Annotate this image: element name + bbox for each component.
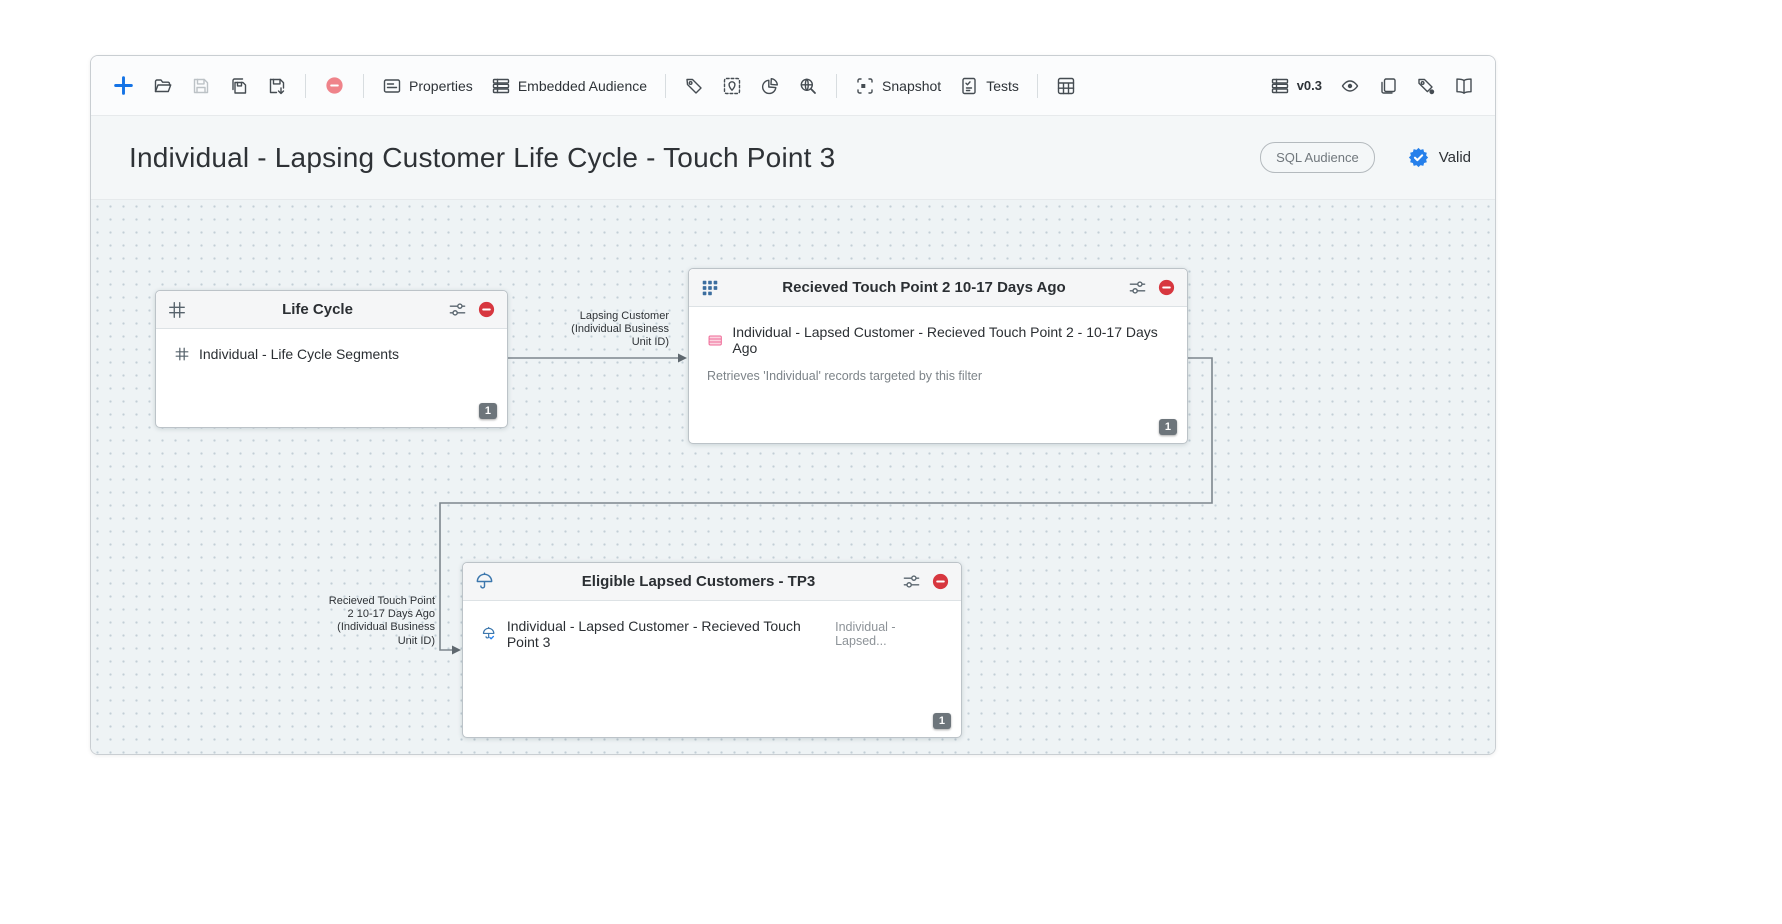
node-settings-icon[interactable]: [1128, 278, 1147, 297]
book-icon: [1456, 77, 1472, 94]
save-copy-icon: [269, 78, 285, 94]
remove-node-button[interactable]: [317, 69, 352, 102]
pie-chart-icon: [762, 77, 779, 94]
node-title: Eligible Lapsed Customers - TP3: [581, 573, 816, 590]
sql-audience-button[interactable]: SQL Audience: [1260, 142, 1375, 173]
node-row-label: Individual - Lapsed Customer - Recieved …: [732, 324, 1158, 356]
node-row-label: Individual - Lapsed Customer - Recieved …: [506, 618, 801, 650]
toolbar-divider: [1036, 73, 1038, 98]
tag-icon: [686, 78, 702, 94]
search-globe-icon: [800, 78, 816, 94]
tag-badge-icon: [1418, 78, 1435, 94]
node-life-cycle[interactable]: Life Cycle Individual - Life Cycle Segme…: [155, 290, 508, 428]
umbrella-icon: [476, 572, 493, 589]
folder-open-icon: [154, 78, 172, 92]
node-body: Individual - Lapsed Customer - Recieved …: [689, 307, 1187, 443]
count-badge: 1: [932, 713, 951, 729]
toolbar: Properties Embedded Audience Snapshot Te…: [91, 56, 1495, 116]
save-copy-button[interactable]: [260, 70, 294, 102]
edge-label-lapsing-customer: Lapsing Customer (Individual Business Un…: [571, 310, 669, 349]
node-remove-icon[interactable]: [1157, 278, 1176, 297]
edge-connections: [439, 353, 1213, 655]
node-header[interactable]: Life Cycle: [156, 291, 507, 329]
toolbar-divider: [665, 73, 667, 98]
node-settings-icon[interactable]: [902, 572, 921, 591]
pie-chart-button[interactable]: [753, 70, 787, 102]
node-header[interactable]: Recieved Touch Point 2 10-17 Days Ago: [689, 269, 1187, 307]
pin-selection-icon: [723, 77, 741, 94]
node-row[interactable]: Individual - Lapsed Customer - Recieved …: [481, 618, 943, 650]
node-remove-icon[interactable]: [931, 572, 950, 591]
add-button[interactable]: [105, 68, 142, 103]
node-body: Individual - Lapsed Customer - Recieved …: [463, 601, 961, 737]
node-body: Individual - Life Cycle Segments 1: [156, 329, 507, 427]
flow-canvas[interactable]: Lapsing Customer (Individual Business Un…: [91, 200, 1495, 754]
status-label: Valid: [1438, 149, 1471, 166]
status-badge: Valid: [1407, 146, 1471, 169]
version-rows-icon: [1271, 78, 1288, 93]
edge-label-received-tp2: Recieved Touch Point 2 10-17 Days Ago (I…: [328, 595, 435, 647]
node-row-label: Individual - Life Cycle Segments: [199, 346, 399, 362]
snapshot-icon: [857, 77, 873, 94]
node-remove-icon[interactable]: [477, 300, 496, 319]
node-received-touch-point-2[interactable]: Recieved Touch Point 2 10-17 Days Ago In…: [688, 268, 1188, 444]
toolbar-divider: [305, 73, 306, 98]
count-badge: 1: [478, 403, 497, 419]
grid-icon: [169, 301, 185, 318]
node-title: Recieved Touch Point 2 10-17 Days Ago: [782, 279, 1066, 296]
tests-label: Tests: [986, 77, 1019, 94]
duplicate-button[interactable]: [1371, 70, 1405, 102]
node-header[interactable]: Eligible Lapsed Customers - TP3: [463, 563, 961, 601]
version-button[interactable]: v0.3: [1263, 70, 1329, 102]
embedded-audience-button[interactable]: Embedded Audience: [484, 70, 654, 102]
save-as-button[interactable]: [222, 70, 256, 102]
page-title: Individual - Lapsing Customer Life Cycle…: [129, 141, 836, 173]
report-grid-icon: [1057, 77, 1075, 94]
snapshot-label: Snapshot: [882, 77, 942, 94]
node-title: Life Cycle: [282, 301, 353, 318]
tag-manage-button[interactable]: [1409, 70, 1443, 102]
node-eligible-lapsed-customers[interactable]: Eligible Lapsed Customers - TP3 Individu…: [462, 562, 962, 738]
tag-button[interactable]: [677, 70, 711, 102]
properties-icon: [383, 78, 401, 93]
plus-icon: [114, 76, 133, 95]
embedded-audience-label: Embedded Audience: [517, 77, 648, 94]
minus-circle-icon: [326, 77, 343, 94]
properties-button[interactable]: Properties: [375, 70, 480, 102]
pages-icon: [1381, 77, 1396, 94]
documentation-button[interactable]: [1447, 70, 1481, 102]
save-as-icon: [232, 77, 247, 94]
toolbar-divider: [363, 73, 364, 98]
app-window: Properties Embedded Audience Snapshot Te…: [90, 55, 1496, 755]
pin-selection-button[interactable]: [715, 70, 749, 102]
save-icon: [193, 78, 209, 93]
node-subtext: Retrieves 'Individual' records targeted …: [707, 369, 983, 383]
node-row-secondary: Individual - Lapsed...: [835, 620, 896, 648]
snapshot-button[interactable]: Snapshot: [848, 70, 948, 102]
save-button[interactable]: [184, 70, 218, 102]
properties-label: Properties: [409, 77, 473, 94]
count-badge: 1: [1158, 419, 1177, 435]
version-label: v0.3: [1296, 78, 1322, 93]
valid-seal-icon: [1408, 147, 1428, 168]
node-settings-icon[interactable]: [448, 300, 467, 319]
node-row[interactable]: Individual - Lapsed Customer - Recieved …: [707, 324, 1169, 356]
search-data-button[interactable]: [791, 70, 825, 102]
grid-icon: [175, 347, 189, 361]
eye-icon: [1341, 79, 1359, 92]
toolbar-divider: [836, 73, 838, 98]
open-folder-button[interactable]: [146, 70, 180, 102]
dataset-icon: [708, 335, 722, 345]
tests-button[interactable]: Tests: [952, 70, 1026, 102]
preview-button[interactable]: [1333, 70, 1367, 102]
title-bar: Individual - Lapsing Customer Life Cycle…: [91, 116, 1495, 200]
report-grid-button[interactable]: [1049, 70, 1083, 102]
umbrella-check-icon: [482, 626, 495, 640]
node-row[interactable]: Individual - Life Cycle Segments: [174, 346, 489, 362]
embedded-audience-icon: [492, 78, 510, 93]
tests-icon: [962, 77, 976, 94]
dots-grid-icon: [702, 280, 718, 295]
